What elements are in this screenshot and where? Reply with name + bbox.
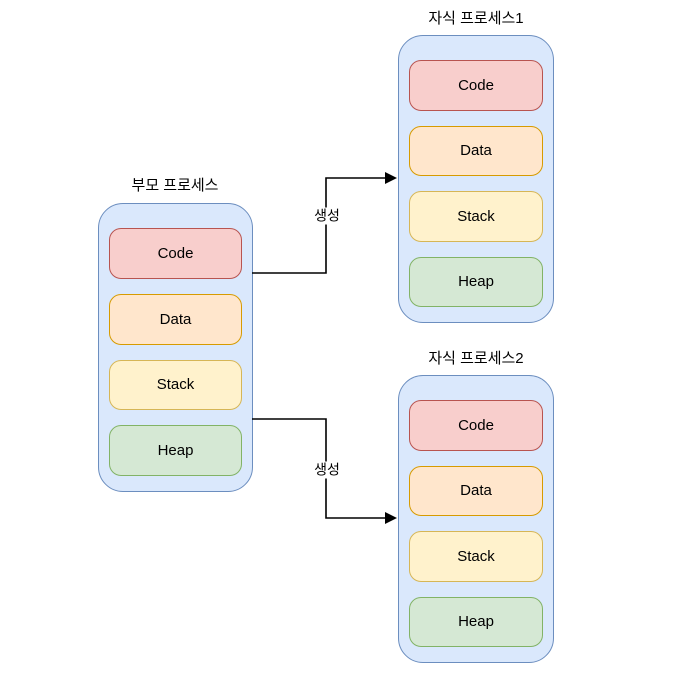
child1-stack-segment: Stack	[409, 191, 543, 242]
parent-process-title: 부모 프로세스	[131, 177, 219, 194]
parent-code-segment: Code	[109, 228, 242, 279]
child2-stack-segment: Stack	[409, 531, 543, 582]
edge2-arrowhead-icon	[385, 512, 397, 524]
edge2-label: 생성	[312, 461, 342, 479]
child1-data-segment: Data	[409, 125, 543, 176]
child2-heap-segment: Heap	[409, 596, 543, 647]
child2-process-title: 자식 프로세스2	[428, 350, 524, 367]
child2-code-segment: Code	[409, 400, 543, 451]
child1-process-container: Code Data Stack Heap	[398, 35, 554, 323]
child1-heap-segment: Heap	[409, 256, 543, 307]
child1-process-title: 자식 프로세스1	[428, 10, 524, 27]
parent-data-segment: Data	[109, 293, 242, 345]
edge1-label: 생성	[312, 207, 342, 225]
child2-process-container: Code Data Stack Heap	[398, 375, 554, 663]
parent-stack-segment: Stack	[109, 359, 242, 411]
parent-process-container: Code Data Stack Heap	[98, 203, 253, 492]
edge1-arrowhead-icon	[385, 172, 397, 184]
edge-parent-to-child1	[252, 177, 385, 274]
parent-heap-segment: Heap	[109, 425, 242, 476]
child2-data-segment: Data	[409, 465, 543, 516]
child1-code-segment: Code	[409, 60, 543, 111]
